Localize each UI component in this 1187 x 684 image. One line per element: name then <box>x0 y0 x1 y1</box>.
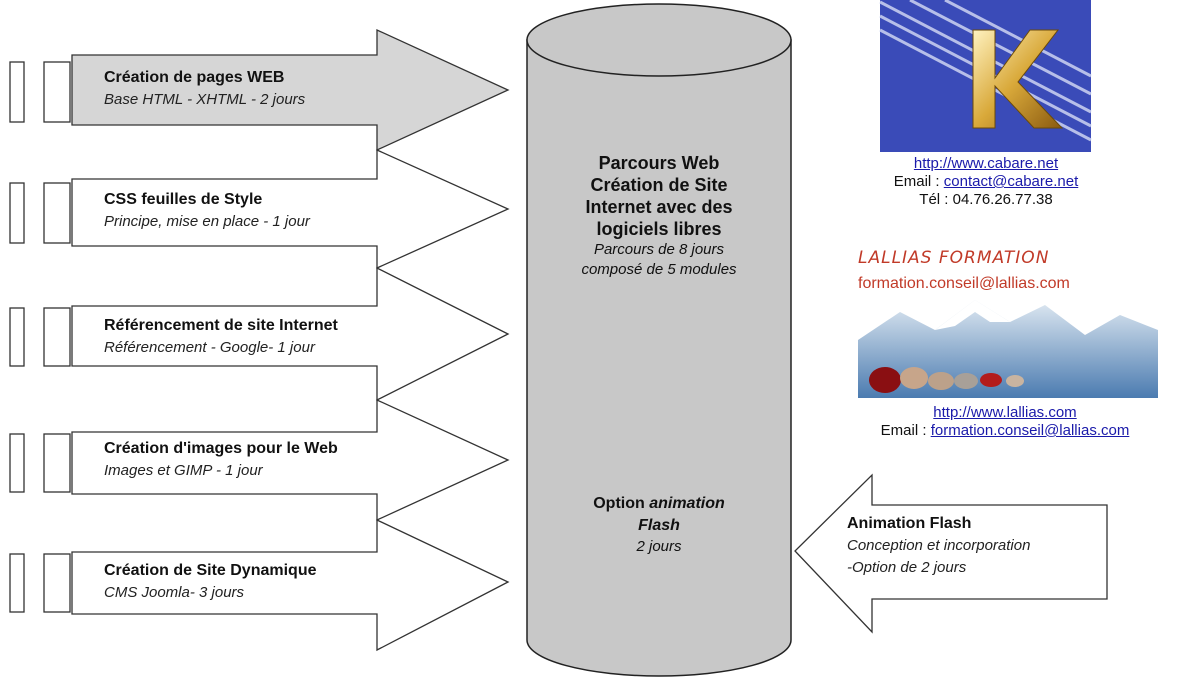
module-arrow-5 <box>71 518 510 652</box>
flash-line2: -Option de 2 jours <box>847 559 967 576</box>
parcours-sub-line: Parcours de 8 jours <box>593 241 725 258</box>
cabare-phone: Tél : 04.76.26.77.38 <box>919 191 1053 208</box>
module-title: CSS feuilles de Style <box>104 191 263 208</box>
lallias-logo-picture <box>858 298 1158 398</box>
central-cylinder <box>526 3 792 677</box>
parcours-title-line: Internet avec des <box>585 197 733 217</box>
flash-line1: Conception et incorporation <box>847 537 1031 554</box>
flash-option-duration: 2 jours <box>636 538 682 555</box>
cabare-email-label: Email : <box>893 173 944 190</box>
parcours-sub-line: composé de 5 modules <box>581 261 737 278</box>
cabare-logo <box>879 0 1092 152</box>
parcours-title-line: Parcours Web <box>598 153 720 173</box>
lallias-logo-title: LALLIAS FORMATION <box>858 248 1050 268</box>
cabare-info: http://www.cabare.net Email : contact@ca… <box>860 155 1112 209</box>
module-label-2: CSS feuilles de Style Principe, mise en … <box>104 189 310 233</box>
lallias-info: http://www.lallias.com Email : formation… <box>830 404 1180 440</box>
module-subtitle: CMS Joomla- 3 jours <box>104 584 245 601</box>
parcours-title-line: Création de Site <box>590 175 728 195</box>
lallias-email-label: Email : <box>880 422 931 439</box>
parcours-title-line: logiciels libres <box>596 219 722 239</box>
flash-option: Option animation Flash 2 jours <box>539 493 779 557</box>
cabare-email-link[interactable]: contact@cabare.net <box>943 173 1079 190</box>
flash-option-line2: Flash <box>638 517 680 534</box>
module-subtitle: Base HTML - XHTML - 2 jours <box>104 91 306 108</box>
flash-title: Animation Flash <box>847 515 972 532</box>
module-arrow-3 <box>71 266 510 402</box>
module-subtitle: Images et GIMP - 1 jour <box>104 462 263 479</box>
module-arrow-1 <box>71 28 510 152</box>
module-title: Création de Site Dynamique <box>104 562 317 579</box>
left-bars <box>9 61 71 613</box>
flash-option-prefix: Option <box>593 495 650 512</box>
module-arrow-4 <box>71 398 510 522</box>
lallias-logo-email: formation.conseil@lallias.com <box>858 275 1070 292</box>
lallias-email-link[interactable]: formation.conseil@lallias.com <box>930 422 1130 439</box>
module-label-1: Création de pages WEB Base HTML - XHTML … <box>104 67 305 111</box>
flash-arrow <box>794 473 1108 634</box>
flash-option-line1: Option animation <box>539 493 779 515</box>
module-subtitle: Principe, mise en place - 1 jour <box>104 213 310 230</box>
module-subtitle: Référencement - Google- 1 jour <box>104 339 315 356</box>
module-title: Création de pages WEB <box>104 69 285 86</box>
parcours-description: Parcours Web Création de Site Internet a… <box>539 152 779 280</box>
module-label-4: Création d'images pour le Web Images et … <box>104 438 338 482</box>
module-arrow-2 <box>71 148 510 270</box>
flash-option-italic: animation <box>649 495 725 512</box>
module-label-3: Référencement de site Internet Référence… <box>104 315 338 359</box>
flash-label: Animation Flash Conception et incorporat… <box>847 513 1030 579</box>
module-label-5: Création de Site Dynamique CMS Joomla- 3… <box>104 560 317 604</box>
lallias-url-link[interactable]: http://www.lallias.com <box>933 404 1077 421</box>
module-title: Création d'images pour le Web <box>104 440 338 457</box>
cabare-url-link[interactable]: http://www.cabare.net <box>913 155 1059 172</box>
module-title: Référencement de site Internet <box>104 317 338 334</box>
